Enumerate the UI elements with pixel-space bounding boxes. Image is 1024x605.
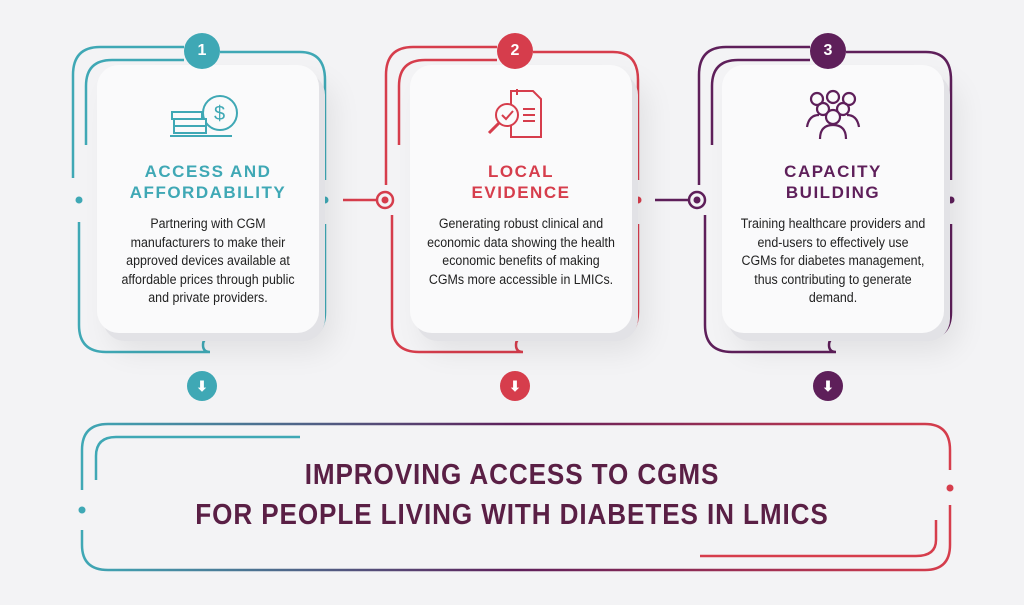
arrow-down-icon: ⬇ (500, 371, 530, 401)
step-description: Partnering with CGM manufacturers to mak… (121, 216, 295, 305)
coins-dollar-icon: $ (170, 95, 238, 137)
arrow-down-icon: ⬇ (813, 371, 843, 401)
svg-text:$: $ (214, 103, 225, 125)
arrow-down-icon: ⬇ (187, 371, 217, 401)
step-description: Training healthcare providers and end-us… (740, 216, 926, 305)
step-description: Generating robust clinical and economic … (427, 216, 615, 287)
people-group-icon (805, 89, 861, 140)
step-number-badge: 3 (810, 33, 846, 69)
document-magnifier-icon (487, 89, 542, 138)
step-number-badge: 1 (184, 33, 220, 69)
step-number-badge: 2 (497, 33, 533, 69)
